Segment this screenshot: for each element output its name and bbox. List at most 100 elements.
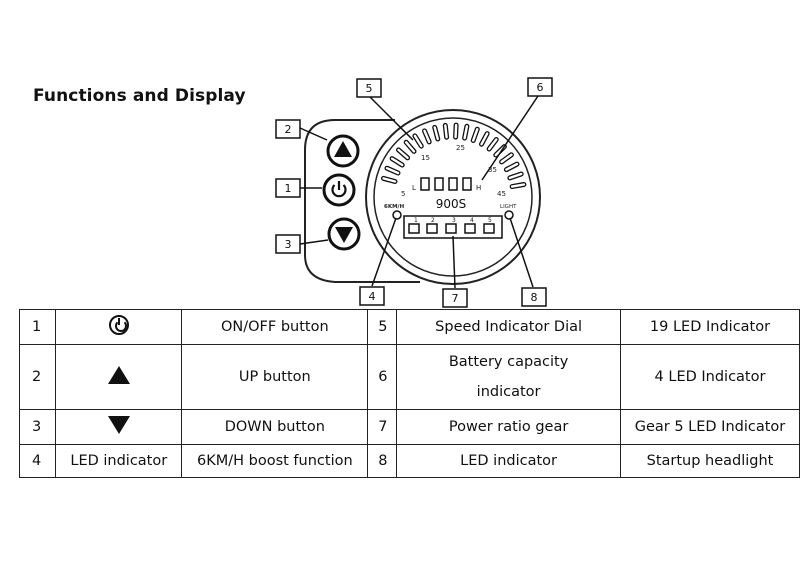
down-arrow-icon (335, 227, 353, 243)
dial-tick-label: 5 (401, 190, 405, 198)
down-triangle-icon (107, 416, 130, 434)
function-description: UP button (181, 344, 369, 410)
leader-line-8 (509, 217, 534, 288)
callout-7: 7 (442, 288, 468, 308)
battery-low-label: L (412, 184, 416, 192)
speed-led-segment-fill (505, 162, 519, 171)
speed-led-segment-fill (433, 126, 439, 141)
symbol-cell (55, 344, 183, 410)
speed-led-segment-fill (390, 157, 404, 167)
callout-3: 3 (275, 234, 301, 254)
speed-led-segment-fill (500, 153, 513, 164)
battery-indicator: L H (412, 177, 481, 192)
function-description: DOWN button (181, 409, 369, 445)
leader-line-7 (452, 235, 456, 289)
leader-line-3 (299, 239, 329, 245)
display-item: Speed Indicator Dial (396, 309, 621, 345)
svg-text:5: 5 (366, 82, 373, 95)
button-panel-outline (304, 119, 420, 283)
svg-text:6: 6 (537, 81, 544, 94)
speed-led-segment-fill (405, 141, 416, 153)
display-diagram: 5 15 25 35 45 L H 900S 6KM/H LIGHT 1 2 3… (275, 77, 553, 308)
row-number: 7 (367, 409, 398, 445)
svg-text:2: 2 (285, 123, 292, 136)
table-row: 1 ON/OFF button 5 Speed Indicator Dial 1… (18, 309, 800, 345)
speed-led-segment-fill (423, 129, 431, 144)
svg-text:3: 3 (285, 238, 292, 251)
dial-tick-label: 25 (456, 144, 465, 152)
callout-5: 5 (356, 78, 382, 98)
display-item: Power ratio gear (396, 409, 621, 445)
row-number: 8 (367, 444, 398, 478)
callout-1: 1 (275, 178, 301, 198)
led-description: 19 LED Indicator (620, 309, 800, 345)
symbol-cell: LED indicator (55, 444, 183, 478)
speed-led-segment-fill (487, 138, 498, 151)
boost-label: 6KM/H (384, 204, 405, 210)
leader-line-5 (369, 96, 414, 141)
leader-line-2 (299, 127, 328, 141)
svg-text:7: 7 (452, 292, 459, 305)
callout-8: 8 (521, 287, 547, 307)
gear-number: 4 (470, 217, 474, 224)
gear-number: 2 (431, 217, 435, 224)
row-number: 4 (18, 444, 57, 478)
display-inner-ring (373, 117, 533, 277)
light-label: LIGHT (500, 204, 517, 210)
boost-led (392, 210, 402, 220)
dial-tick-label: 35 (488, 166, 497, 174)
speed-led-segment-fill (480, 132, 489, 146)
symbol-cell (55, 409, 183, 445)
gear-number: 1 (414, 217, 418, 224)
led-description: 4 LED Indicator (620, 344, 800, 410)
dial-tick-label: 45 (497, 190, 506, 198)
row-number: 2 (18, 344, 57, 410)
power-icon (331, 181, 347, 198)
leader-line-6 (481, 95, 539, 181)
function-description: 6KM/H boost function (181, 444, 369, 478)
up-triangle-icon (107, 366, 130, 384)
speed-led-segment-fill (508, 172, 523, 180)
dial-tick-label: 15 (421, 154, 430, 162)
gear-number: 5 (488, 217, 492, 224)
speed-led-segment-fill (463, 125, 469, 140)
speed-led-segment-fill (397, 148, 409, 160)
speed-led-segment-fill (385, 166, 400, 175)
speed-led-segment-fill (413, 134, 423, 148)
functions-table: 1 ON/OFF button 5 Speed Indicator Dial 1… (18, 309, 800, 478)
speed-led-segment-fill (472, 127, 479, 142)
display-item: Battery capacity indicator (396, 344, 621, 410)
svg-text:1: 1 (285, 182, 292, 195)
up-arrow-icon (334, 141, 352, 157)
light-led (504, 210, 514, 220)
svg-text:8: 8 (531, 291, 538, 304)
speed-led-segment-fill (444, 124, 448, 139)
up-button[interactable] (326, 134, 360, 168)
table-row: 3 DOWN button 7 Power ratio gear Gear 5 … (18, 409, 800, 445)
power-icon (108, 315, 129, 335)
symbol-cell (55, 309, 183, 345)
row-number: 5 (367, 309, 398, 345)
row-number: 3 (18, 409, 57, 445)
speed-led-arc (381, 122, 527, 190)
svg-text:4: 4 (369, 290, 376, 303)
speed-led-segment-fill (382, 177, 397, 183)
model-label: 900S (436, 197, 467, 211)
down-button[interactable] (327, 217, 361, 251)
battery-high-label: H (476, 184, 481, 192)
led-description: Gear 5 LED Indicator (620, 409, 800, 445)
callout-6: 6 (527, 77, 553, 97)
callout-4: 4 (359, 286, 385, 306)
function-description: ON/OFF button (181, 309, 369, 345)
callout-2: 2 (275, 119, 301, 139)
speed-led-segment-fill (454, 123, 458, 139)
leader-line-4 (371, 217, 397, 287)
power-button[interactable] (322, 173, 356, 207)
led-description: Startup headlight (620, 444, 800, 478)
row-number: 1 (18, 309, 57, 345)
gear-number: 3 (452, 217, 456, 224)
speed-led-segment-fill (510, 183, 526, 188)
row-number: 6 (367, 344, 398, 410)
page-heading: Functions and Display (33, 86, 246, 106)
display-item: LED indicator (396, 444, 621, 478)
